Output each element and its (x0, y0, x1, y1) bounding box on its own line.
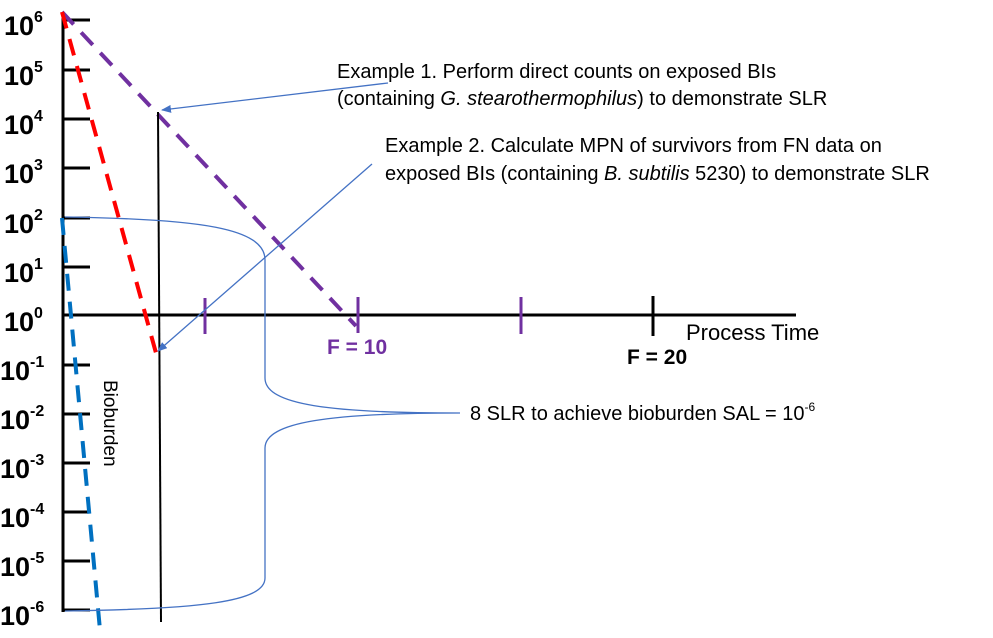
example2-arrow (157, 163, 373, 352)
f10-label: F = 10 (327, 336, 387, 359)
purple-survivor-curve (60, 10, 358, 328)
y-label-minus-4: 10-4 (0, 501, 44, 533)
red-survivor-curve (60, 11, 158, 354)
y-label-6: 106 (4, 9, 43, 41)
y-label-minus-5: 10-5 (0, 550, 44, 582)
y-label-0: 100 (4, 305, 43, 337)
y-label-1: 101 (4, 256, 43, 288)
y-axis-labels: 106 105 104 103 102 101 100 10-1 10-2 10… (0, 9, 44, 631)
f20-label: F = 20 (627, 346, 687, 369)
slr-bracket (64, 216, 461, 612)
y-label-4: 104 (4, 108, 43, 140)
y-label-3: 103 (4, 157, 43, 189)
example2-line2: exposed BIs (containing B. subtilis 5230… (385, 163, 930, 185)
example1-line1: Example 1. Perform direct counts on expo… (337, 61, 776, 83)
blue-bioburden-curve (60, 217, 102, 631)
example1-line2: (containing G. stearothermophilus) to de… (337, 88, 827, 110)
y-label-minus-1: 10-1 (0, 354, 44, 386)
exposure-time-line (157, 111, 162, 623)
process-time-label: Process Time (686, 320, 819, 345)
bioburden-label: Bioburden (99, 380, 120, 467)
y-label-2: 102 (4, 207, 43, 239)
y-label-minus-2: 10-2 (0, 403, 44, 435)
y-label-minus-3: 10-3 (0, 452, 44, 484)
slr-note: 8 SLR to achieve bioburden SAL = 10-6 (470, 400, 815, 425)
example2-line1: Example 2. Calculate MPN of survivors fr… (385, 135, 882, 157)
y-label-minus-6: 10-6 (0, 599, 44, 631)
y-label-5: 105 (4, 59, 43, 91)
example1-arrow (161, 82, 389, 113)
